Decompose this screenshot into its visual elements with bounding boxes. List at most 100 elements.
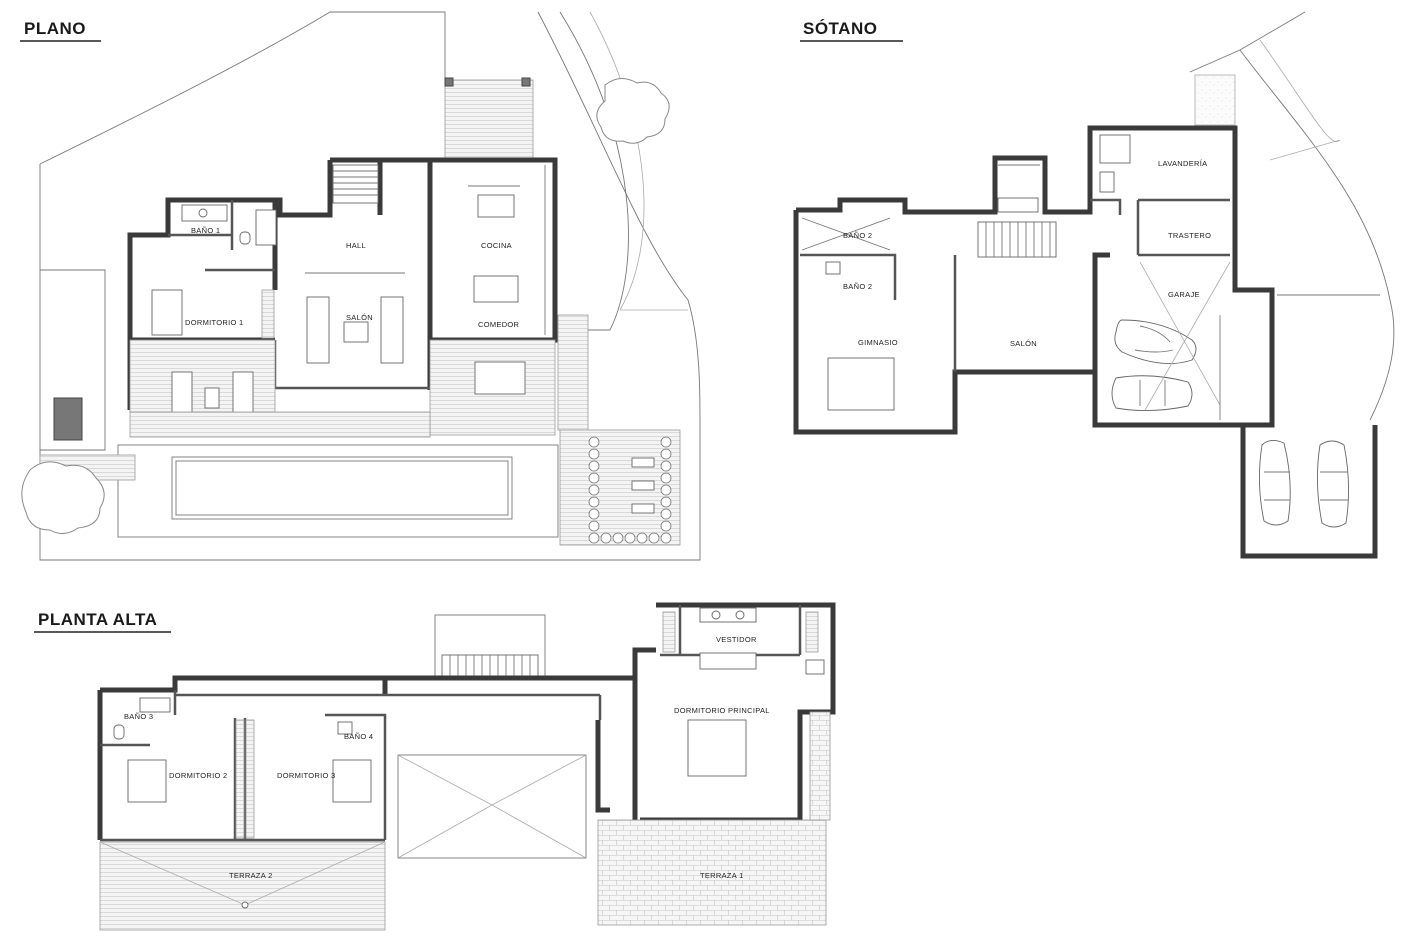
road-curve-inner [559,11,629,331]
vestidor-wardrobe [662,611,676,653]
corridor-wall [175,693,602,720]
sunbed-terrace [559,429,681,546]
room-label-bano1: BAÑO 1 [191,226,220,235]
east-steps [557,314,589,431]
sotano-ramp-lines [1259,39,1341,161]
planta-alta-sheet: PLANTA ALTA [34,602,836,931]
toilet-icon [113,724,125,740]
toilet-icon [239,231,251,245]
pool-outer [171,456,513,520]
terraza2-drain [241,901,249,909]
tree-icon [21,461,105,534]
dining-table-icon [473,275,519,303]
room-label-bano2-inner: BAÑO 2 [843,282,872,291]
room-label-garaje: GARAJE [1168,290,1200,299]
carport-walls [1240,425,1378,559]
ground-stairs [332,164,379,204]
room-label-salon-sotano: SALÓN [1010,339,1037,348]
sotano-sheet: SÓTANO [793,11,1395,559]
vanity-sink [735,610,745,620]
tree-icon [596,78,670,144]
bath4-sink [337,721,353,735]
sotano-garden-patch [1194,74,1236,126]
room-label-bano4: BAÑO 4 [344,732,373,741]
trastero-walls [1136,198,1230,257]
sofa-icon [380,296,404,364]
pool-inner [175,460,509,516]
room-label-dormitorio3: DORMITORIO 3 [277,771,335,780]
car-icon [1258,440,1291,526]
vestidor-wardrobe [805,611,819,653]
laundry-wall [1090,198,1122,215]
column-mark [444,77,454,87]
car-icon [1114,319,1197,365]
vanity-sink [711,610,721,620]
basement-stairs [977,197,1057,258]
room-label-lavanderia: LAVANDERÍA [1158,159,1207,168]
site-boundary-north [39,11,446,165]
room-label-terraza1: TERRAZA 1 [700,871,744,880]
site-boundary [39,164,701,561]
upper-north-walls [97,647,656,840]
master-bath-sink [805,659,825,675]
bed-icon [687,719,747,777]
outdoor-table-icon [474,361,526,395]
room-label-bano3: BAÑO 3 [124,712,153,721]
bath3-counter [139,697,171,713]
room-label-hall: HALL [346,241,366,250]
wardrobe-dorm3 [245,719,255,839]
room-label-terraza2: TERRAZA 2 [229,871,273,880]
pool-deck [117,444,559,538]
terraza1-tiles [597,819,827,926]
sotano-site-curve [1189,11,1395,421]
room-label-gimnasio: GIMNASIO [858,338,898,347]
wardrobe-dorm2 [235,719,245,839]
sunbed-icon [631,503,655,514]
lower-deck [129,411,431,438]
upper-deck [444,79,534,161]
master-balcony-tiles [809,711,831,821]
upper-stairs [441,654,539,678]
sunbed-icon [631,480,655,491]
shower-tray [255,209,277,246]
gym-walls [800,253,957,372]
sotano-title: SÓTANO [803,19,877,38]
room-label-cocina: COCINA [481,241,512,250]
column-mark [521,77,531,87]
planta-alta-title: PLANTA ALTA [38,610,157,629]
coffee-table-icon [343,321,369,343]
room-label-dormitorio1: DORMITORIO 1 [185,318,243,327]
road-curve-outer [537,11,701,421]
room-label-dormitorio2: DORMITORIO 2 [169,771,227,780]
terraza2-deck [99,841,386,931]
gym-mat [827,357,895,411]
laundry-machine-icon [1099,171,1115,193]
room-label-dormitorio-principal: DORMITORIO PRINCIPAL [674,706,770,715]
room-label-vestidor: VESTIDOR [716,635,757,644]
wardrobe-dorm1 [261,289,275,339]
double-height-void [397,754,587,859]
car-icon [1316,440,1350,528]
garage-door-swing [1139,261,1231,411]
road-curve-mid [589,11,688,311]
kitchen-island [477,194,515,218]
vestidor-island [699,652,757,670]
plano-title: PLANO [24,19,86,38]
sunbed-icon [631,457,655,468]
void-diagonals [397,754,587,859]
hedge-planters [588,436,672,544]
room-label-comedor: COMEDOR [478,320,520,329]
technical-box [53,397,83,441]
bath2-skylight [801,217,891,251]
side-lawn [40,269,106,451]
room-label-salon: SALÓN [346,313,373,322]
bed-icon [151,289,183,336]
plano-sheet: PLANO [20,11,701,561]
room-label-bano2-top: BAÑO 2 [843,231,872,240]
sotano-perimeter-south [793,210,1098,435]
car-icon [1111,375,1193,412]
bedroom-partitions [100,690,387,842]
bed-icon [127,759,167,803]
bath1-sink [198,208,208,218]
